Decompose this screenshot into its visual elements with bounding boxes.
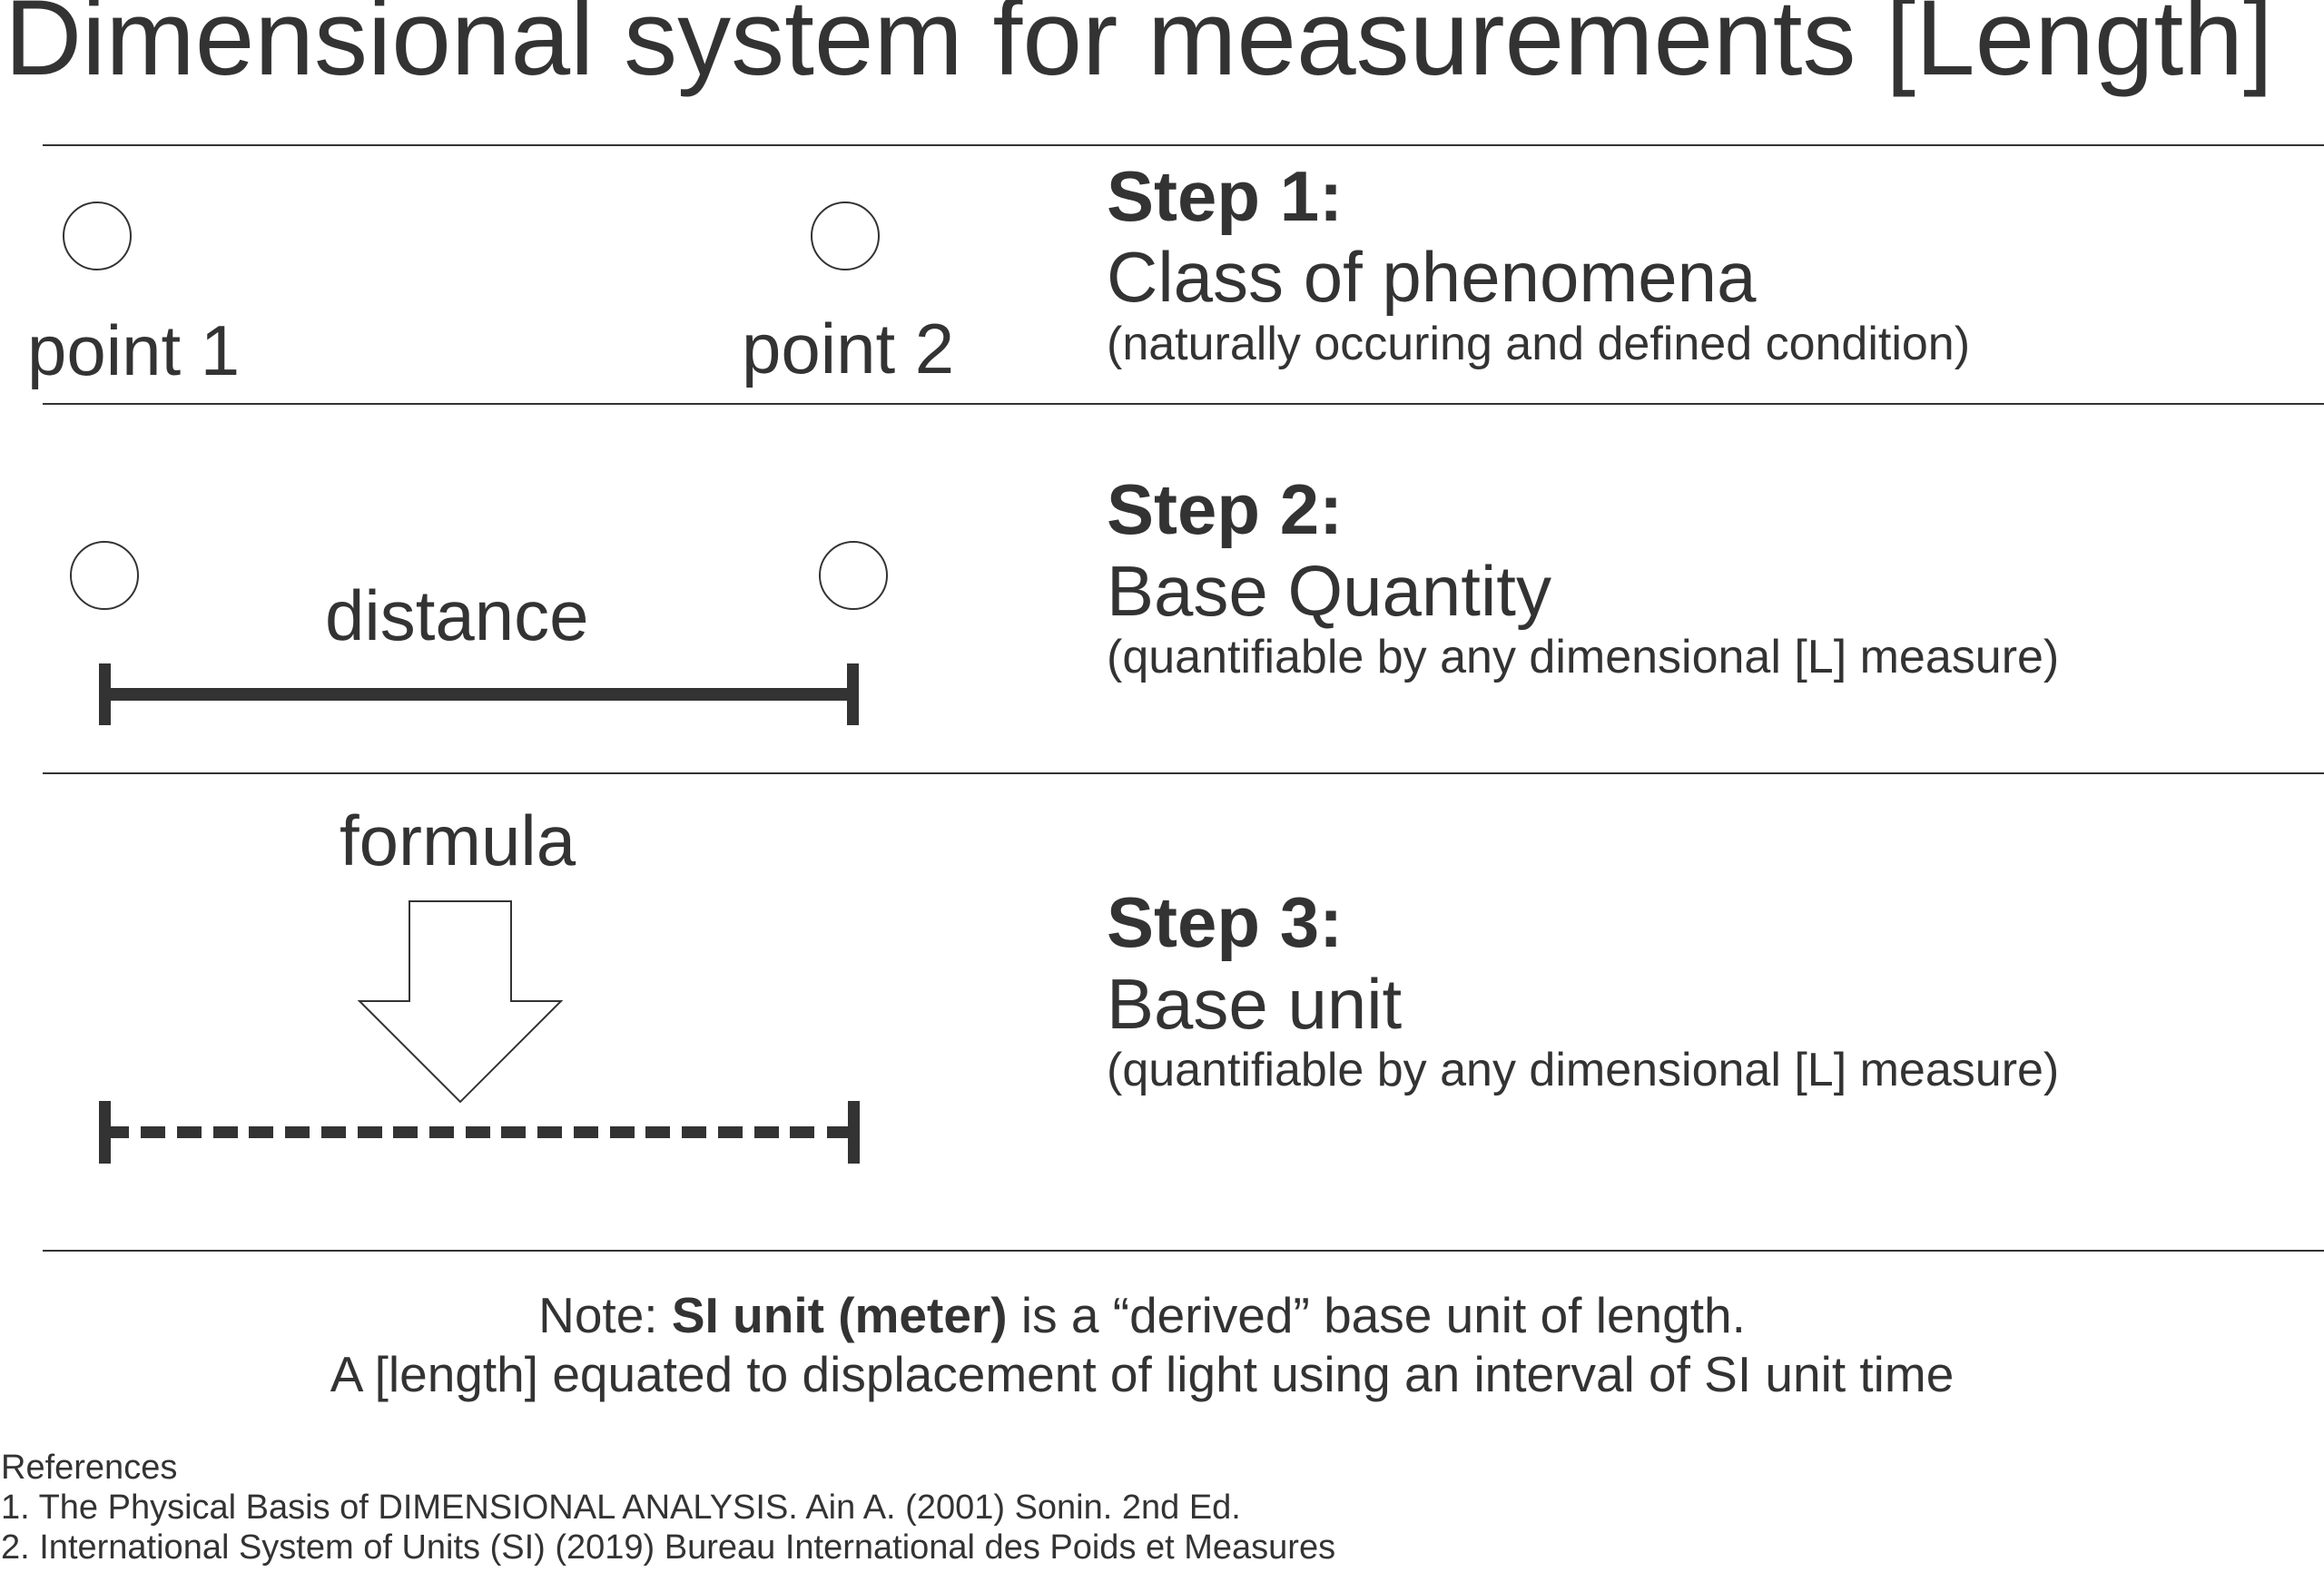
note-line-2: A [length] equated to displacement of li… — [330, 1346, 1955, 1402]
separator-bottom — [43, 1250, 2324, 1252]
separator-step1-step2 — [43, 403, 2324, 405]
diagram-title: Dimensional system for measurements [Len… — [5, 0, 2273, 98]
point-a-circle-icon — [70, 541, 139, 610]
step-2-name: Base Quantity — [1107, 551, 1551, 631]
references-heading: References — [1, 1449, 178, 1487]
down-arrow-icon — [357, 900, 564, 1104]
note-si-unit: SI unit (meter) — [671, 1287, 1008, 1343]
point-2-circle-icon — [811, 201, 880, 270]
distance-label: distance — [325, 575, 589, 655]
step2-figure — [70, 541, 888, 725]
step1-figure — [63, 201, 880, 270]
step-2-heading: Step 2: — [1107, 469, 1344, 549]
step-1-heading: Step 1: — [1107, 156, 1344, 236]
solid-ruler-icon — [99, 663, 859, 725]
step-3-heading: Step 3: — [1107, 882, 1344, 962]
dashed-ruler-icon — [99, 1101, 860, 1164]
step-3-name: Base unit — [1107, 964, 1403, 1044]
step-3-description: (quantifiable by any dimensional [L] mea… — [1107, 1044, 2060, 1096]
point-b-circle-icon — [819, 541, 888, 610]
step3-figure — [99, 900, 860, 1164]
step-2-description: (quantifiable by any dimensional [L] mea… — [1107, 631, 2060, 683]
note-prefix: Note: — [538, 1287, 672, 1343]
point-1-circle-icon — [63, 201, 132, 270]
point-1-label: point 1 — [27, 310, 241, 390]
note-line-1: Note: SI unit (meter) is a “derived” bas… — [0, 1291, 2284, 1341]
reference-item: 2. International System of Units (SI) (2… — [1, 1528, 1336, 1567]
note-suffix: is a “derived” base unit of length. — [1007, 1287, 1746, 1343]
separator-top — [43, 144, 2324, 146]
separator-step2-step3 — [43, 772, 2324, 774]
formula-label: formula — [340, 801, 576, 880]
reference-item: 1. The Physical Basis of DIMENSIONAL ANA… — [1, 1488, 1241, 1527]
point-2-label: point 2 — [742, 309, 955, 388]
step-1-name: Class of phenomena — [1107, 237, 1757, 317]
step-1-description: (naturally occuring and defined conditio… — [1107, 318, 1971, 370]
